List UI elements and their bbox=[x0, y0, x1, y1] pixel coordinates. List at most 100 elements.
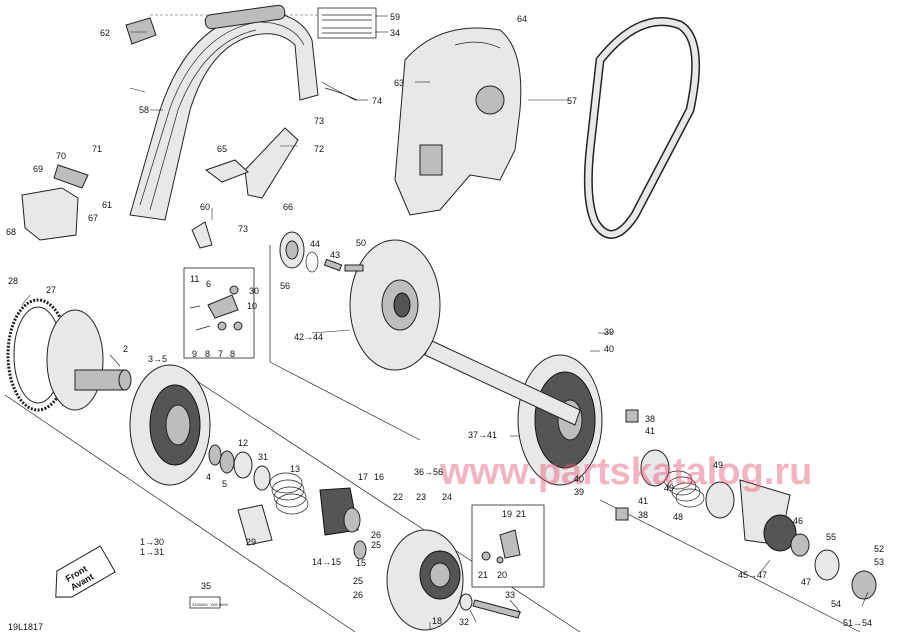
callout: 53 bbox=[874, 557, 884, 567]
callout: 39 bbox=[574, 487, 584, 497]
callout: 26 bbox=[371, 530, 381, 540]
callout: 25 bbox=[371, 540, 381, 550]
pin-43 bbox=[323, 258, 343, 272]
callout: 6 bbox=[206, 279, 211, 289]
callout: 57 bbox=[567, 96, 577, 106]
callout: 60 bbox=[200, 202, 210, 212]
washer-49-left bbox=[640, 449, 670, 487]
callout: 50 bbox=[356, 238, 366, 248]
callout: 51→54 bbox=[843, 618, 872, 628]
callout: 45→47 bbox=[738, 570, 767, 580]
bolt-33 bbox=[472, 599, 521, 619]
callout: 21 bbox=[478, 570, 488, 580]
callout: 16 bbox=[374, 472, 384, 482]
callout: 18 bbox=[432, 616, 442, 626]
callout: 12 bbox=[238, 438, 248, 448]
front-arrow-sign bbox=[55, 545, 116, 598]
callout: 35 bbox=[201, 581, 211, 591]
callout: 38 bbox=[638, 510, 648, 520]
callout: 30 bbox=[249, 286, 259, 296]
decal-35-text: 2100000 · 000 0000 bbox=[192, 602, 229, 607]
sleeve-29 bbox=[237, 504, 273, 546]
clip-part bbox=[125, 17, 157, 45]
callout: 61 bbox=[102, 200, 112, 210]
callout: 20 bbox=[497, 570, 507, 580]
drive-belt-inner bbox=[585, 18, 699, 238]
sheave-shaft bbox=[74, 369, 126, 391]
callout: 22 bbox=[393, 492, 403, 502]
watermark: www.partskatalog.ru bbox=[439, 451, 812, 493]
callout: 19 bbox=[502, 509, 512, 519]
callout: 72 bbox=[314, 144, 324, 154]
pin-50 bbox=[344, 264, 364, 272]
callout: 38 bbox=[645, 414, 655, 424]
callout: 74 bbox=[372, 96, 382, 106]
decal-35 bbox=[189, 596, 221, 609]
spring-13 bbox=[269, 472, 309, 515]
callout: 14→15 bbox=[312, 557, 341, 567]
washer-49-right bbox=[705, 481, 735, 519]
callout: 5 bbox=[222, 479, 227, 489]
callout: 28 bbox=[8, 276, 18, 286]
callout: 54 bbox=[831, 599, 841, 609]
washer-12 bbox=[233, 451, 253, 479]
fixed-sheave bbox=[46, 309, 104, 411]
outer-cover bbox=[394, 27, 522, 216]
callout: 56 bbox=[280, 281, 290, 291]
leader-lines bbox=[21, 15, 869, 630]
spring-pin bbox=[321, 81, 358, 101]
roller-38-bottom bbox=[615, 507, 629, 521]
callout: 49 bbox=[713, 460, 723, 470]
callout: 15 bbox=[356, 558, 366, 568]
callout-labels: 1→30 1→31 2 3→5 4 5 6 7 8 8 9 10 11 12 1… bbox=[6, 12, 884, 628]
callout: 11 bbox=[190, 274, 199, 284]
callout: 62 bbox=[100, 28, 110, 38]
boundary-line-right bbox=[599, 499, 861, 633]
callout: 10 bbox=[247, 301, 257, 311]
callout: 73 bbox=[238, 224, 248, 234]
callout: 66 bbox=[283, 202, 293, 212]
callout: 63 bbox=[394, 78, 404, 88]
callout: 23 bbox=[416, 492, 426, 502]
callout: 21 bbox=[516, 509, 526, 519]
callout: 64 bbox=[517, 14, 527, 24]
callout: 1→30 bbox=[140, 537, 164, 547]
callout: 13 bbox=[290, 464, 300, 474]
callout: 36→56 bbox=[414, 467, 443, 477]
washer-32 bbox=[459, 593, 473, 611]
circlip-44 bbox=[305, 251, 319, 273]
roller-15 bbox=[353, 540, 367, 560]
small-bracket bbox=[204, 159, 249, 183]
boundary-line-left bbox=[4, 394, 356, 633]
callout: 8 bbox=[205, 349, 210, 359]
callout: 39 bbox=[604, 327, 614, 337]
callout: 32 bbox=[459, 617, 469, 627]
callout: 24 bbox=[442, 492, 452, 502]
bushing-4 bbox=[208, 444, 222, 466]
callout: 4 bbox=[206, 472, 211, 482]
boundary-line-mid bbox=[179, 369, 581, 633]
callout: 40 bbox=[604, 344, 614, 354]
callout: 33 bbox=[505, 590, 515, 600]
callout: 7 bbox=[218, 349, 223, 359]
callout: 65 bbox=[217, 144, 227, 154]
mount-bracket bbox=[191, 221, 213, 249]
belt-guard-frame bbox=[129, 4, 319, 221]
callout: 25 bbox=[353, 576, 363, 586]
callout: 49 bbox=[664, 483, 674, 493]
module-housing bbox=[21, 187, 79, 241]
roller-38-top bbox=[625, 409, 639, 423]
callout: 48 bbox=[673, 512, 683, 522]
callout: 41 bbox=[638, 496, 648, 506]
callout: 26 bbox=[353, 590, 363, 600]
washer-55 bbox=[814, 549, 840, 581]
callout: 29 bbox=[246, 537, 256, 547]
boundary-line-diag bbox=[269, 361, 421, 441]
callout: 68 bbox=[6, 227, 16, 237]
callout: 43 bbox=[330, 250, 340, 260]
bushing-5 bbox=[219, 450, 235, 474]
callout: 58 bbox=[139, 105, 149, 115]
callout: 59 bbox=[390, 12, 400, 22]
